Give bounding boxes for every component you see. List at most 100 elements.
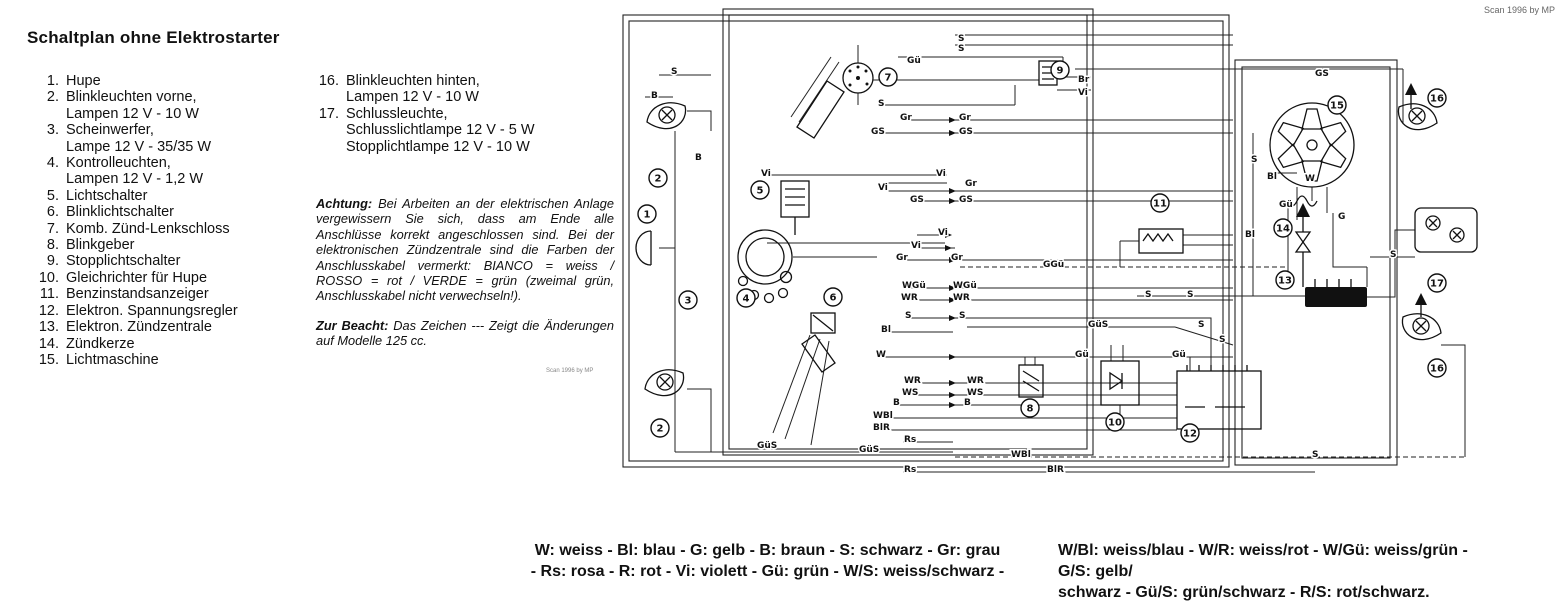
wire-color-label: GS — [910, 195, 924, 205]
rear-turn-signal-top-symbol — [1397, 83, 1438, 131]
headlamp-speedometer-symbol — [737, 229, 793, 304]
wire-color-label: Vi — [761, 169, 771, 179]
svg-text:15: 15 — [1330, 101, 1344, 112]
wire-color-label: W — [1305, 174, 1315, 184]
wire-color-label: WR — [967, 376, 984, 386]
wire-color-label: Gü — [1172, 350, 1186, 360]
wire-color-label: Gr — [959, 113, 971, 123]
light-switch-symbol — [780, 180, 810, 235]
legend-item-number: 2. — [46, 89, 59, 106]
wire-color-label: Bl — [1267, 172, 1277, 182]
wire-color-label: Rs — [904, 435, 916, 445]
wire-color-label: B — [893, 398, 900, 408]
legend-item-text: Elektron. Spannungsregler — [66, 302, 238, 319]
ignition-unit-symbol — [1305, 279, 1367, 307]
wire-color-label: Gr — [951, 253, 963, 263]
component-number-11: 11 — [1150, 193, 1170, 213]
wire-color-label: S — [671, 67, 677, 77]
note-achtung: Achtung: Bei Arbeiten an der elektrische… — [316, 196, 614, 304]
legend-item: 5.Lichtschalter — [33, 188, 308, 204]
svg-text:11: 11 — [1153, 199, 1167, 210]
wire-color-label: Bl — [1245, 230, 1255, 240]
notes-block: Achtung: Bei Arbeiten an der elektrische… — [316, 196, 614, 363]
color-key-right-line1: W/Bl: weiss/blau - W/R: weiss/rot - W/Gü… — [1058, 542, 1468, 580]
component-number-13: 13 — [1275, 270, 1295, 290]
wire-color-label: Gr — [896, 253, 908, 263]
wire-color-label: WS — [902, 388, 918, 398]
legend-item: 17.Schlussleuchte,Schlusslichtlampe 12 V… — [313, 106, 563, 155]
wire-color-label: GS — [1315, 69, 1329, 79]
legend-item: 6.Blinklichtschalter — [33, 204, 308, 220]
svg-text:13: 13 — [1278, 276, 1292, 287]
legend-item-number: 16. — [318, 73, 339, 89]
wire-color-label: Vi — [911, 241, 921, 251]
svg-text:6: 6 — [830, 293, 837, 304]
wire-color-label: Br — [1078, 75, 1090, 85]
component-number-10: 10 — [1105, 412, 1125, 432]
component-number-2: 2 — [648, 168, 668, 188]
svg-text:8: 8 — [1027, 404, 1034, 415]
wire-color-label: WBl — [1011, 450, 1031, 460]
wire-color-label: Rs — [904, 465, 916, 475]
color-key-right-line2: schwarz - Gü/S: grün/schwarz - R/S: rot/… — [1058, 584, 1430, 601]
legend-item-text: Zündkerze — [66, 335, 135, 352]
legend-item: 16. Blinkleuchten hinten,Lampen 12 V - 10… — [313, 73, 563, 106]
note-beacht-label: Zur Beacht: — [316, 317, 389, 333]
wire-color-label: B — [695, 153, 702, 163]
flasher-relay-symbol — [1018, 364, 1044, 398]
wire-color-label: S — [878, 99, 884, 109]
legend-column-2: 16. Blinkleuchten hinten,Lampen 12 V - 10… — [313, 73, 563, 155]
component-number-9: 9 — [1050, 60, 1070, 80]
legend-item-text: Blinkleuchten hinten,Lampen 12 V - 10 W — [346, 73, 480, 106]
legend-item-text: Blinklichtschalter — [66, 204, 174, 221]
component-number-16: 16 — [1427, 358, 1447, 378]
component-number-12: 12 — [1180, 423, 1200, 443]
component-number-3: 3 — [678, 290, 698, 310]
legend-item-number: 11. — [39, 286, 59, 303]
wire-color-label: S — [958, 34, 964, 44]
legend-item: 10.Gleichrichter für Hupe — [33, 270, 308, 286]
wire-color-label: S — [1187, 290, 1193, 300]
spark-plug-symbol — [1294, 203, 1312, 287]
wire-color-label: S — [1219, 335, 1225, 345]
scan-credit: Scan 1996 by MP — [1483, 5, 1555, 15]
component-number-14: 14 — [1273, 218, 1293, 238]
color-key-right: W/Bl: weiss/blau - W/R: weiss/rot - W/Gü… — [1058, 540, 1498, 603]
wire-color-label: S — [958, 44, 964, 54]
svg-text:3: 3 — [685, 296, 692, 307]
wire-color-label: Gr — [900, 113, 912, 123]
wire-color-label: S — [1198, 320, 1204, 330]
wire-color-label: Gü — [907, 56, 921, 66]
color-key-left-line2: - Rs: rosa - R: rot - Vi: violett - Gü: … — [530, 563, 1005, 580]
component-number-8: 8 — [1020, 398, 1040, 418]
legend-item: 8.Blinkgeber — [33, 237, 308, 253]
wire-color-label: BlR — [873, 423, 890, 433]
svg-text:1: 1 — [644, 210, 651, 221]
legend-item-text: Benzinstandsanzeiger — [66, 286, 209, 303]
legend-item-text: Elektron. Zündzentrale — [66, 319, 212, 336]
wire-color-label: WGü — [953, 281, 977, 291]
front-turn-signal-bottom-symbol — [644, 369, 685, 397]
wire-color-label: Vi — [1078, 88, 1088, 98]
svg-text:12: 12 — [1183, 429, 1197, 440]
wire-color-label: GS — [959, 195, 973, 205]
wire-color-label: S — [905, 311, 911, 321]
legend-item: 3.Scheinwerfer,Lampe 12 V - 35/35 W — [33, 122, 308, 155]
wire-color-label: Gü — [1075, 350, 1089, 360]
legend-item-number: 17. — [318, 105, 339, 122]
wire-color-label: Vi — [936, 169, 946, 179]
wire-color-label: Vi — [938, 228, 948, 238]
wire-color-label: B — [964, 398, 971, 408]
legend-item: 15.Lichtmaschine — [33, 352, 308, 368]
tail-light-symbol — [1414, 207, 1478, 253]
tiny-scan-credit: Scan 1996 by MP — [546, 368, 594, 374]
legend-item: 9.Stopplichtschalter — [33, 253, 308, 269]
legend-item-text: Scheinwerfer,Lampe 12 V - 35/35 W — [66, 122, 212, 155]
schematic-frames — [622, 8, 1398, 468]
svg-text:10: 10 — [1108, 418, 1122, 429]
horn-symbol — [635, 230, 652, 266]
note-beacht-text: Das Zeichen --- Zeigt die Änderungen auf… — [316, 317, 614, 349]
